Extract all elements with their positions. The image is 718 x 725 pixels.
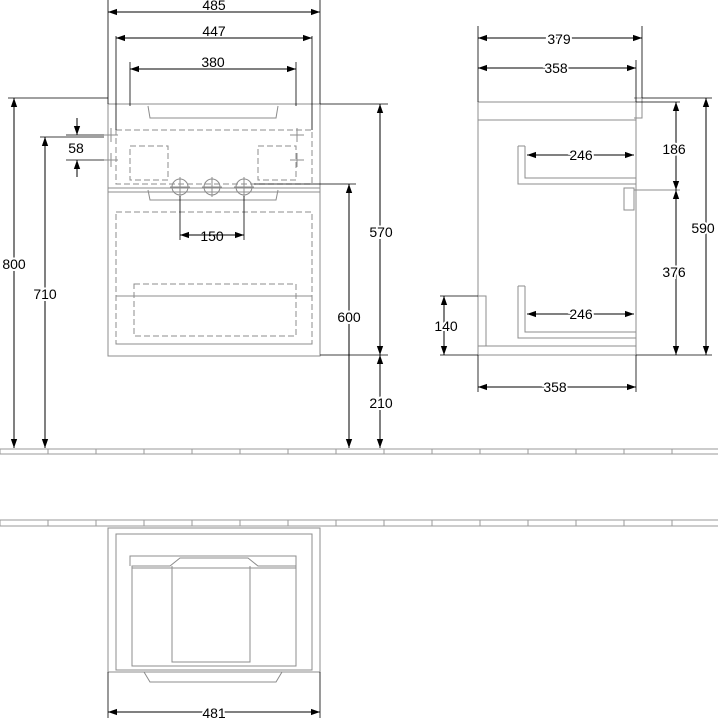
floor-line <box>0 448 718 455</box>
dim-label-358-top: 358 <box>544 60 568 76</box>
dim-label-246-top: 246 <box>569 147 593 163</box>
dim-label-140: 140 <box>434 318 458 334</box>
wall-line <box>0 519 718 527</box>
tap-hole-right <box>234 177 254 197</box>
dim-label-358-bottom: 358 <box>543 379 567 395</box>
dim-label-481: 481 <box>202 705 226 720</box>
dim-label-800: 800 <box>2 256 26 272</box>
dim-label-710: 710 <box>33 286 57 302</box>
top-view-handle <box>143 671 283 683</box>
cabinet-side-outline <box>477 101 637 356</box>
top-view: 481 <box>107 527 321 723</box>
side-view: 379 358 246 246 358 186 376 590 140 <box>432 26 717 397</box>
dim-label-246-bottom: 246 <box>569 306 593 322</box>
dim-label-590: 590 <box>691 220 715 236</box>
tap-hole-left <box>170 177 190 197</box>
dim-label-447: 447 <box>202 23 226 39</box>
dim-label-376: 376 <box>662 264 686 280</box>
dim-label-380: 380 <box>201 54 225 70</box>
dim-label-186: 186 <box>662 141 686 157</box>
top-drawer-handle <box>147 105 279 119</box>
dim-label-379: 379 <box>547 31 571 47</box>
cabinet-top-outline <box>107 527 321 673</box>
front-view: 485 447 380 150 58 800 710 570 600 210 <box>0 0 395 448</box>
cabinet-front-outline <box>107 103 321 357</box>
tap-hole-center <box>202 177 222 197</box>
dim-label-485: 485 <box>202 0 226 13</box>
bottom-drawer-handle <box>147 189 279 201</box>
dim-label-58: 58 <box>68 140 84 156</box>
dim-label-210: 210 <box>369 395 393 411</box>
dim-label-600: 600 <box>337 309 361 325</box>
dim-label-570: 570 <box>369 224 393 240</box>
dim-label-150: 150 <box>200 228 224 244</box>
